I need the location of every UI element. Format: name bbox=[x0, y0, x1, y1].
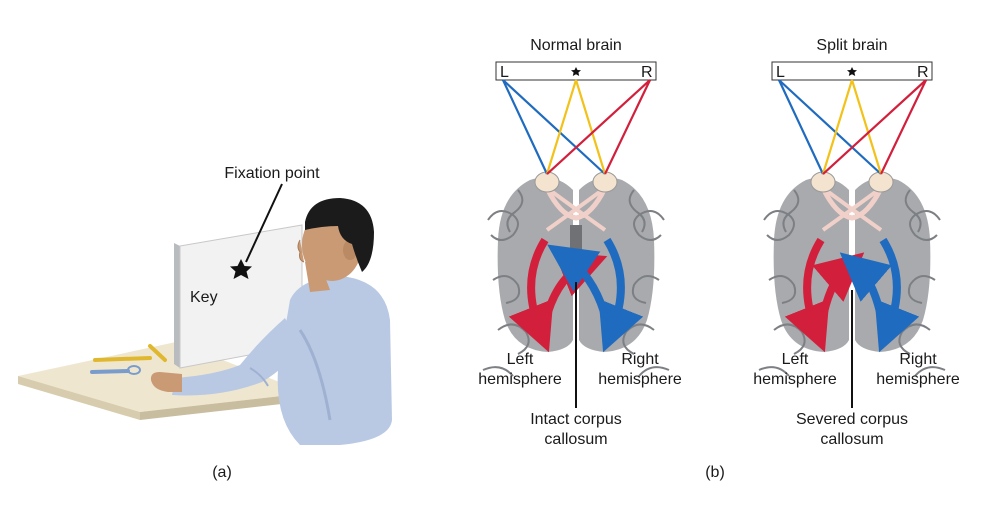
hemisphere-arrows bbox=[508, 237, 644, 353]
hemisphere-arrows bbox=[784, 237, 920, 353]
screen-side bbox=[174, 243, 180, 368]
field-right-label: R bbox=[917, 64, 929, 81]
visual-pathways bbox=[778, 79, 927, 175]
panel-a: Fixation point Key (a) bbox=[18, 165, 392, 481]
person bbox=[150, 198, 392, 445]
right-hemisphere-label-1: Right bbox=[621, 351, 659, 368]
callosum-label-1: Severed corpus bbox=[796, 411, 908, 428]
normal-brain-title: Normal brain bbox=[530, 37, 622, 54]
right-hemisphere-label-1: Right bbox=[899, 351, 937, 368]
desk-edge bbox=[18, 376, 140, 420]
left-hemisphere-label-1: Left bbox=[507, 351, 534, 368]
field-right-label: R bbox=[641, 64, 653, 81]
field-left-label: L bbox=[776, 64, 785, 81]
fixation-pointer bbox=[245, 183, 283, 263]
fixation-point-label: Fixation point bbox=[224, 165, 320, 182]
right-hemisphere-label-2: hemisphere bbox=[876, 371, 960, 388]
panel-b-caption: (b) bbox=[705, 464, 725, 481]
callosum-label-2: callosum bbox=[820, 431, 883, 448]
left-hemisphere-label-2: hemisphere bbox=[753, 371, 837, 388]
callosum-label-1: Intact corpus bbox=[530, 411, 622, 428]
fixation-star-icon bbox=[230, 259, 252, 279]
left-hemisphere-label-2: hemisphere bbox=[478, 371, 562, 388]
left-hemisphere-label-1: Left bbox=[782, 351, 809, 368]
field-star-icon bbox=[847, 67, 857, 76]
callosum-label-2: callosum bbox=[544, 431, 607, 448]
field-star-icon bbox=[571, 67, 581, 76]
normal-brain-diagram: Normal brain L R bbox=[478, 37, 682, 448]
visual-pathways bbox=[502, 79, 651, 175]
split-brain-diagram: Split brain L R bbox=[753, 37, 960, 448]
screen-key-word: Key bbox=[190, 289, 218, 306]
field-left-label: L bbox=[500, 64, 509, 81]
split-brain-title: Split brain bbox=[816, 37, 887, 54]
right-hemisphere-label-2: hemisphere bbox=[598, 371, 682, 388]
panel-a-caption: (a) bbox=[212, 464, 232, 481]
